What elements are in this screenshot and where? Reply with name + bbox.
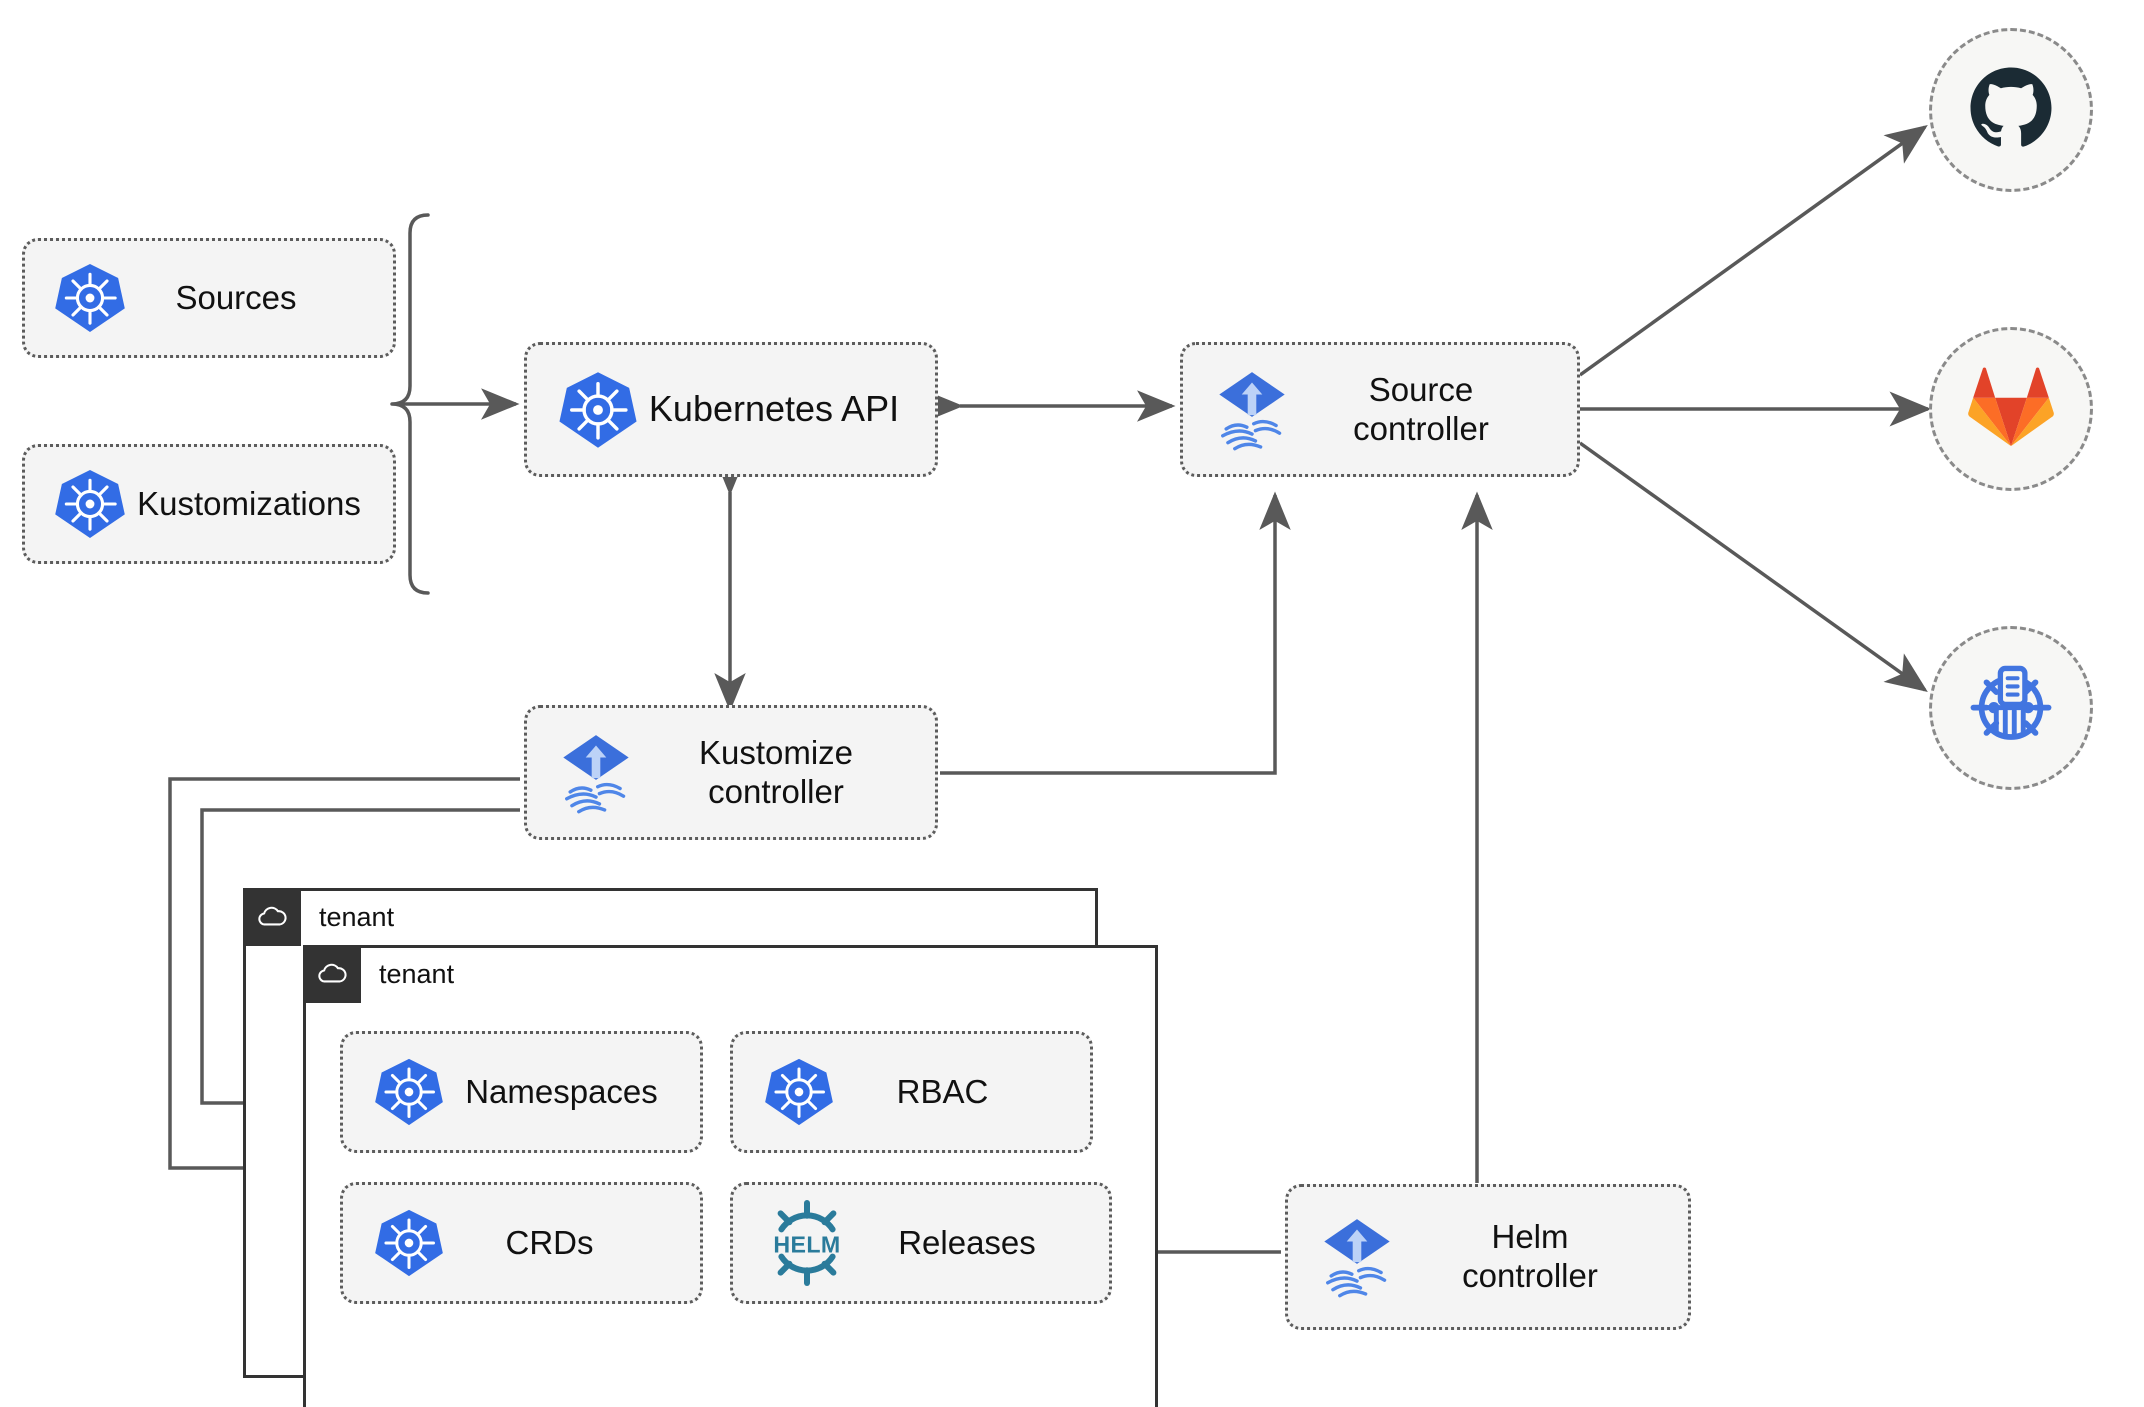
flux-icon [553, 730, 639, 816]
cloud-icon [243, 888, 301, 946]
card-sources[interactable]: Sources [22, 238, 396, 358]
node-label: Kubernetes API [648, 388, 900, 430]
github-icon [1965, 62, 2057, 159]
svg-text:HELM: HELM [773, 1232, 840, 1258]
node-label: Kustomize controller [698, 733, 854, 810]
card-namespaces[interactable]: Namespaces [340, 1031, 703, 1153]
tenant-header: tenant [243, 888, 394, 946]
node-label: Helm controller [1462, 1218, 1598, 1294]
group-brace [390, 213, 520, 595]
helm-repository-icon [1962, 657, 2060, 760]
external-gitlab[interactable] [1929, 327, 2093, 491]
tenant-header: tenant [303, 945, 454, 1003]
cloud-icon [303, 945, 361, 1003]
edge-kustomizecontroller-sourcecontroller [940, 491, 1291, 775]
kubernetes-icon [763, 1056, 835, 1128]
card-crds[interactable]: CRDs [340, 1182, 703, 1304]
card-kustomizations[interactable]: Kustomizations [22, 444, 396, 564]
flux-icon [1314, 1214, 1400, 1300]
card-releases[interactable]: HELM Releases [730, 1182, 1112, 1304]
card-label: Releases [898, 1223, 1036, 1261]
card-label: Namespaces [465, 1072, 658, 1110]
gitlab-icon [1967, 365, 2055, 453]
helm-icon: HELM [759, 1195, 855, 1291]
tenant-label: tenant [379, 958, 455, 989]
card-label: CRDs [505, 1223, 594, 1261]
node-helm-controller[interactable]: Helm controller [1285, 1184, 1691, 1330]
card-label: Kustomizations [137, 484, 361, 522]
node-kustomize-controller[interactable]: Kustomize controller [524, 705, 938, 840]
kubernetes-icon [53, 467, 127, 541]
card-label: RBAC [896, 1072, 989, 1110]
node-label: Source controller [1353, 370, 1489, 447]
edge-sourcecontroller-github [1578, 124, 1928, 377]
kubernetes-icon [557, 369, 639, 451]
flux-icon [1209, 367, 1295, 453]
tenant-label: tenant [319, 901, 395, 932]
card-label: Sources [175, 278, 297, 316]
tenant-container-2[interactable]: tenant [303, 945, 1158, 1407]
node-kubernetes-api[interactable]: Kubernetes API [524, 342, 938, 477]
external-github[interactable] [1929, 28, 2093, 192]
kubernetes-icon [373, 1207, 445, 1279]
node-source-controller[interactable]: Source controller [1180, 342, 1580, 477]
external-helm-repository[interactable] [1929, 626, 2093, 790]
kubernetes-icon [373, 1056, 445, 1128]
kubernetes-icon [53, 261, 127, 335]
card-rbac[interactable]: RBAC [730, 1031, 1093, 1153]
edge-sourcecontroller-helmrepo [1578, 441, 1928, 693]
